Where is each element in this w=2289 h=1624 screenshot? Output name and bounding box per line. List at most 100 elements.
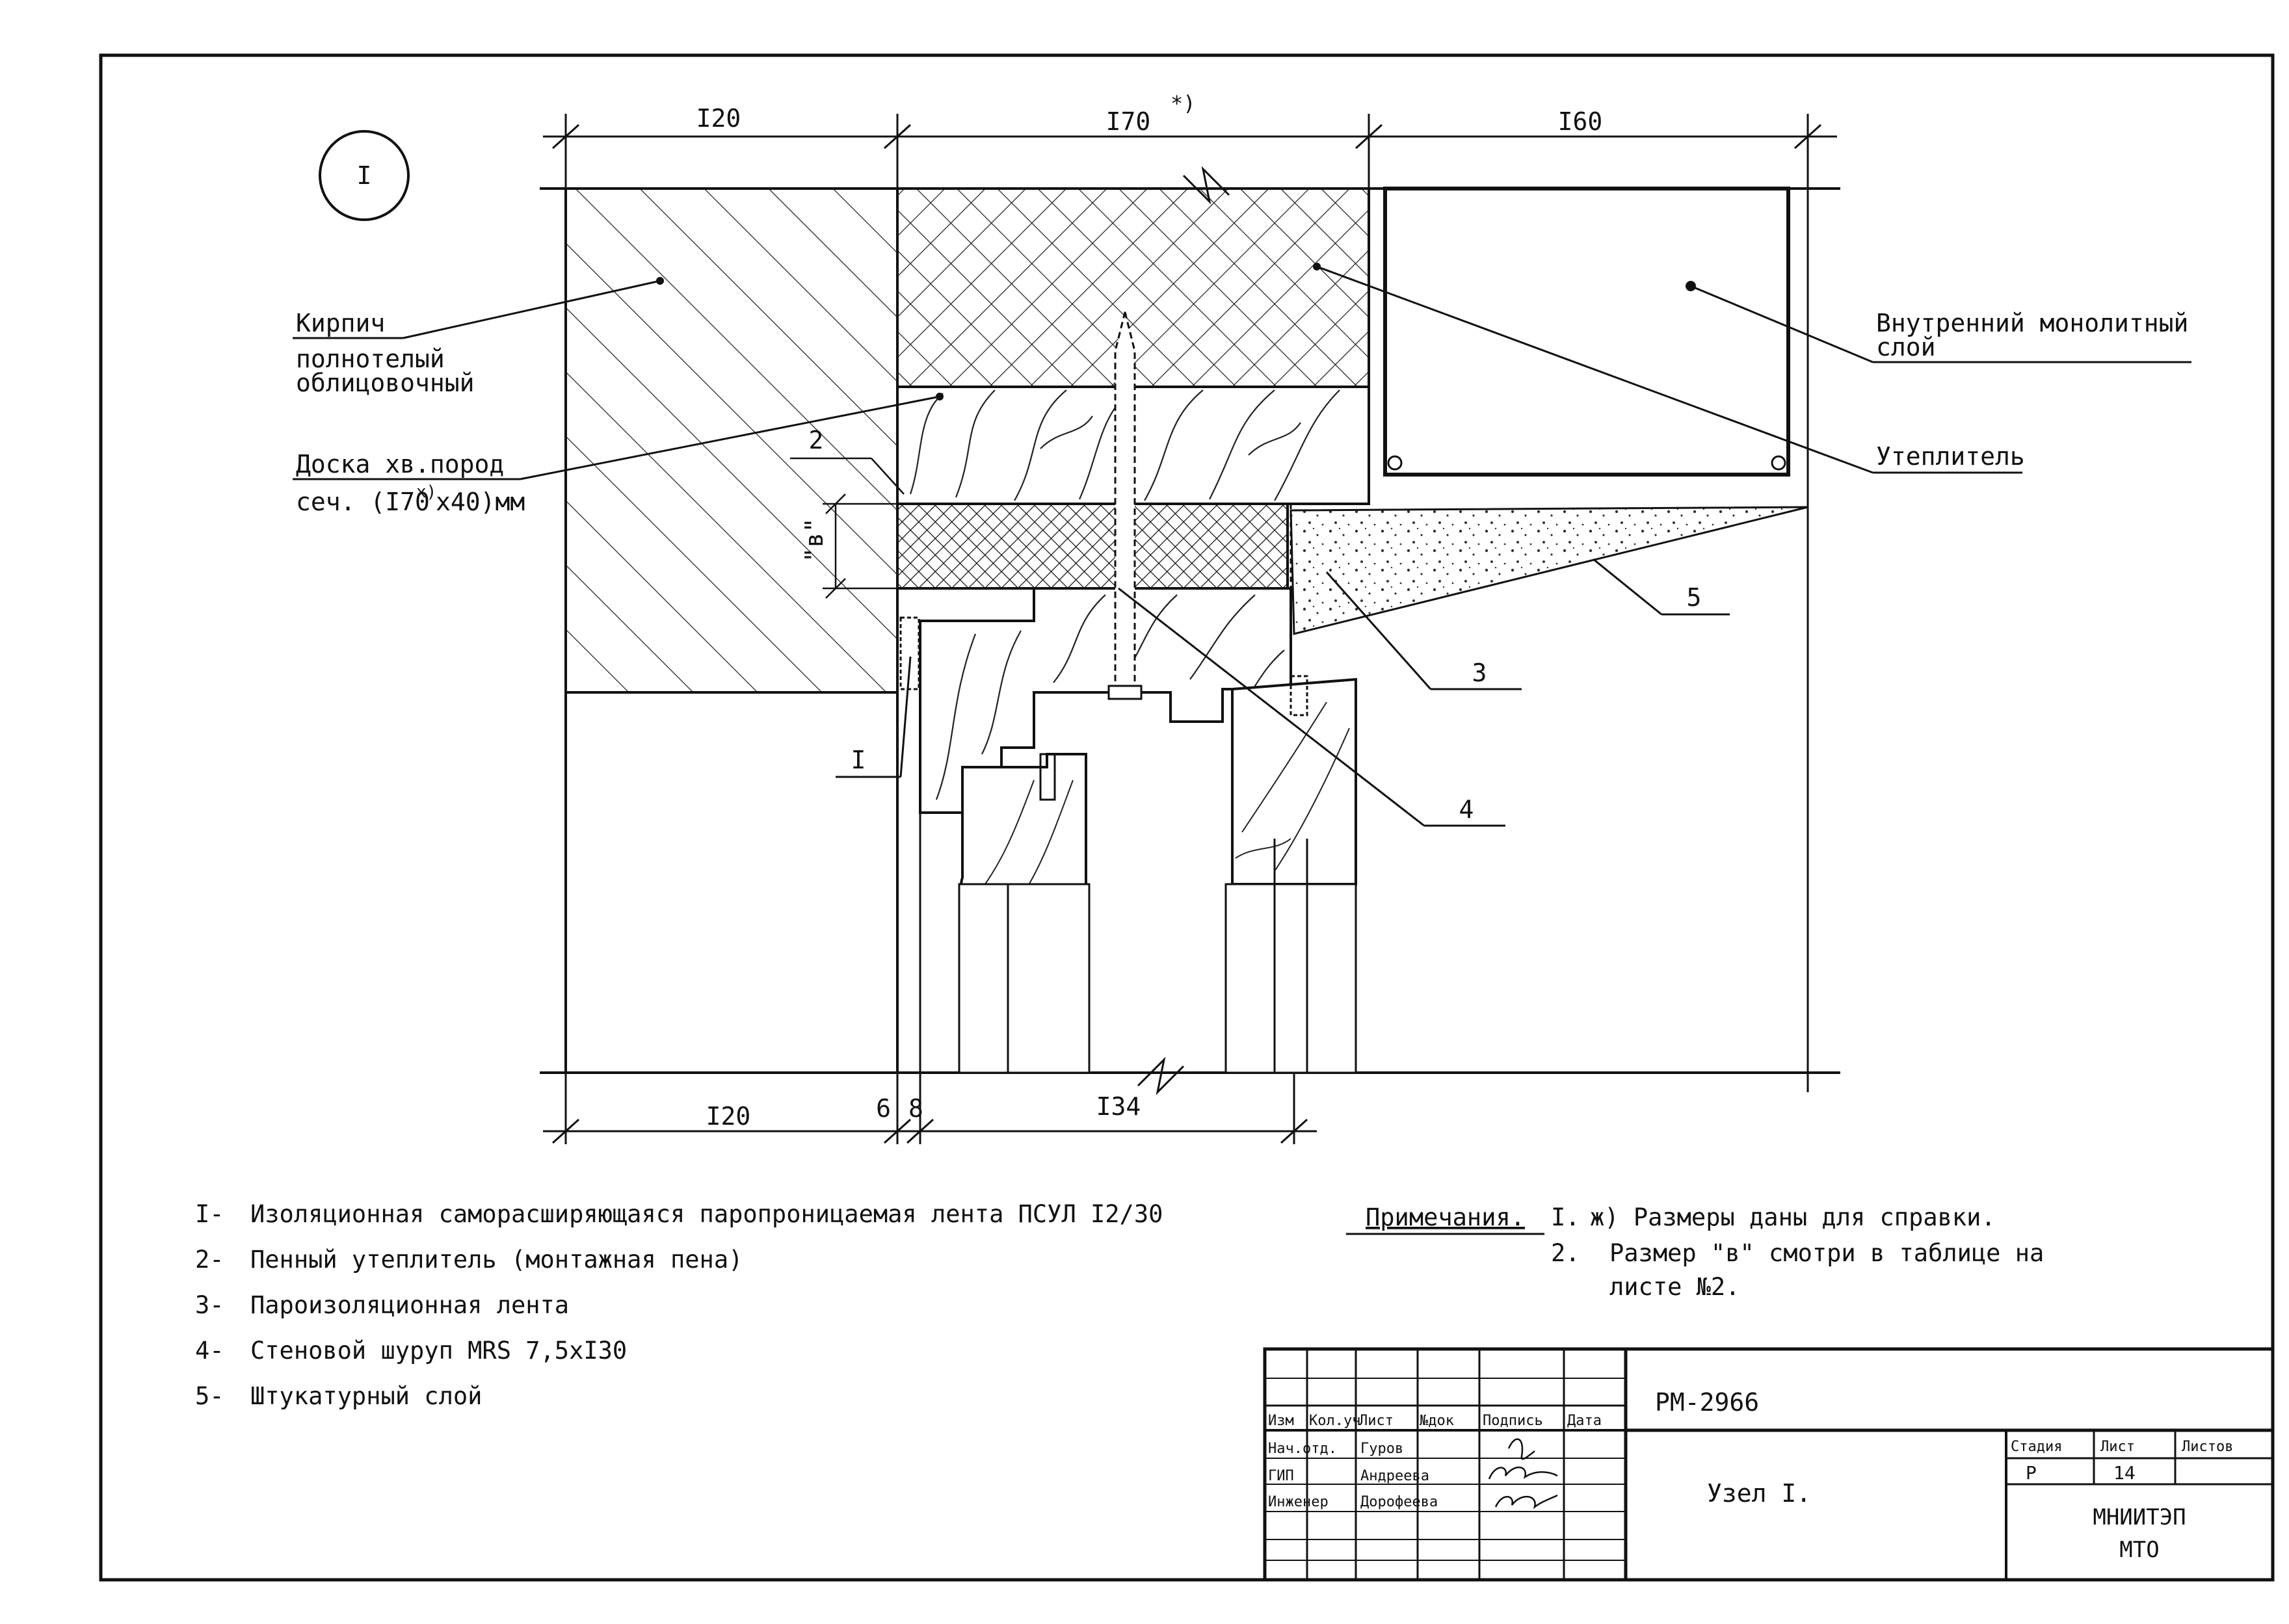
legend-num-2: 2- [195, 1246, 224, 1274]
wall-screw [1114, 311, 1136, 690]
seal-left [1039, 753, 1056, 801]
legend-num-4: 4- [195, 1337, 224, 1365]
tb-col-koluch: Кол.уч [1309, 1413, 1360, 1429]
tb-org-1: МНИИТЭП [2093, 1504, 2186, 1530]
seal-right [1290, 675, 1308, 716]
title-block-text: Изм Кол.уч Лист №док Подпись Дата Нач.от… [1268, 1388, 2233, 1563]
tb-row-name-3: Дорофеева [1360, 1494, 1438, 1510]
legend-num-3: 3- [195, 1291, 224, 1319]
label-brick-2: полнотелый [296, 345, 445, 373]
note-text-1: ж) Размеры даны для справки. [1590, 1203, 1996, 1231]
tb-stage-label: Стадия [2011, 1439, 2062, 1455]
break-mark-bottom [1137, 1056, 1185, 1095]
leader-dot-inner [1686, 281, 1696, 291]
callout-2: 2 [809, 426, 824, 454]
callout-3: 3 [1472, 659, 1487, 687]
dimensions-bottom [543, 1073, 1317, 1144]
note-num-1: I. [1551, 1203, 1580, 1231]
glazing-right [1224, 883, 1357, 1074]
label-inner-2: слой [1876, 333, 1936, 361]
gap-b-label: "в" [800, 517, 828, 562]
leader-dot-board [936, 393, 944, 400]
sash-right [1231, 677, 1357, 885]
break-mark-top [1182, 166, 1230, 205]
notes: Примечания. I. ж) Размеры даны для справ… [1346, 1203, 2044, 1301]
label-board-2b: x) [416, 482, 436, 502]
tb-sheet-title: Узел I. [1707, 1479, 1811, 1508]
signature-2 [1488, 1466, 1558, 1480]
dim-top-inner: I60 [1558, 107, 1603, 136]
dim-bottom-frame: I34 [1096, 1092, 1141, 1121]
signature-3 [1494, 1494, 1558, 1510]
legend-num-1: I- [195, 1200, 224, 1228]
rebar-right [1771, 455, 1786, 471]
note-num-2: 2. [1551, 1239, 1580, 1267]
tb-row-name-2: Андреева [1360, 1468, 1429, 1484]
dimensions-top [543, 114, 1837, 189]
legend: I- Изоляционная саморасширяющаяся паропр… [195, 1200, 1163, 1410]
label-inner-1: Внутренний монолитный [1876, 309, 2188, 337]
gap-b-dimension [790, 457, 905, 599]
legend-text-4: Стеновой шуруп MRS 7,5xI30 [250, 1337, 627, 1365]
tb-row-role-1: Нач.отд. [1268, 1441, 1337, 1457]
legend-num-5: 5- [195, 1382, 224, 1410]
tb-code: PM-2966 [1655, 1388, 1759, 1417]
label-board-2c: x40)мм [436, 488, 525, 516]
node-id: I [357, 161, 372, 190]
note-text-3: листе №2. [1609, 1273, 1740, 1301]
tb-col-podpis: Подпись [1483, 1413, 1543, 1429]
foam-layer [896, 503, 1289, 590]
dim-top-insulation-note: *) [1171, 91, 1196, 116]
tb-row-role-3: Инженер [1268, 1494, 1329, 1510]
leaders [293, 265, 2191, 827]
leader-dot-brick [656, 277, 664, 285]
tb-col-data: Дата [1567, 1413, 1602, 1429]
dim-top-brick: I20 [696, 104, 741, 133]
callout-4: 4 [1459, 795, 1474, 824]
note-text-2: Размер "в" смотри в таблице на [1609, 1239, 2044, 1267]
node-marker: I [319, 130, 410, 221]
tb-row-role-2: ГИП [1268, 1468, 1294, 1484]
screw-head [1107, 685, 1143, 700]
tb-sheet-label: Лист [2100, 1439, 2135, 1455]
node-circle [319, 130, 410, 221]
tb-col-izm: Изм [1268, 1413, 1294, 1429]
title-block [1263, 1347, 2275, 1582]
timber-grain [909, 389, 1340, 501]
dim-bottom-gap-a: 6 [876, 1094, 891, 1123]
tb-row-name-1: Гуров [1360, 1441, 1403, 1457]
notes-title: Примечания. [1366, 1203, 1525, 1231]
dim-top-insulation: I70 [1106, 107, 1151, 136]
tb-sheets-label: Листов [2182, 1439, 2233, 1455]
tb-col-list: Лист [1359, 1413, 1394, 1429]
rebar-left [1387, 455, 1403, 471]
label-board-2a: сеч. (I70 [296, 488, 430, 516]
tb-col-ndok: №док [1419, 1413, 1454, 1429]
dim-bottom-brick: I20 [706, 1102, 751, 1131]
legend-text-5: Штукатурный слой [250, 1382, 482, 1410]
wall-section [540, 166, 1840, 1095]
legend-text-1: Изоляционная саморасширяющаяся паропрони… [250, 1200, 1163, 1228]
tb-sheet: 14 [2113, 1462, 2136, 1484]
legend-text-3: Пароизоляционная лента [250, 1291, 569, 1319]
glazing-left [958, 883, 1091, 1074]
label-brick-1: Кирпич [296, 309, 385, 337]
signature-1 [1507, 1438, 1535, 1460]
tb-stage: P [2026, 1462, 2037, 1484]
dim-bottom-gap-b: 8 [908, 1094, 923, 1123]
psul-tape [899, 616, 920, 690]
label-brick-3: облицовочный [296, 369, 475, 397]
frame-grain [935, 594, 1285, 800]
legend-text-2: Пенный утеплитель (монтажная пена) [250, 1246, 743, 1274]
inner-monolithic-layer [1383, 187, 1790, 477]
callout-5: 5 [1687, 583, 1702, 612]
sash-right-grain [1235, 701, 1350, 872]
sheet-frame [99, 53, 2275, 1582]
plaster-layer [1290, 506, 1808, 635]
callout-1: I [851, 746, 866, 774]
tb-org-2: МТО [2119, 1537, 2159, 1563]
brick-layer [564, 187, 899, 694]
label-board-1: Доска хв.пород [296, 450, 504, 478]
leader-dot-insulation [1313, 263, 1321, 270]
